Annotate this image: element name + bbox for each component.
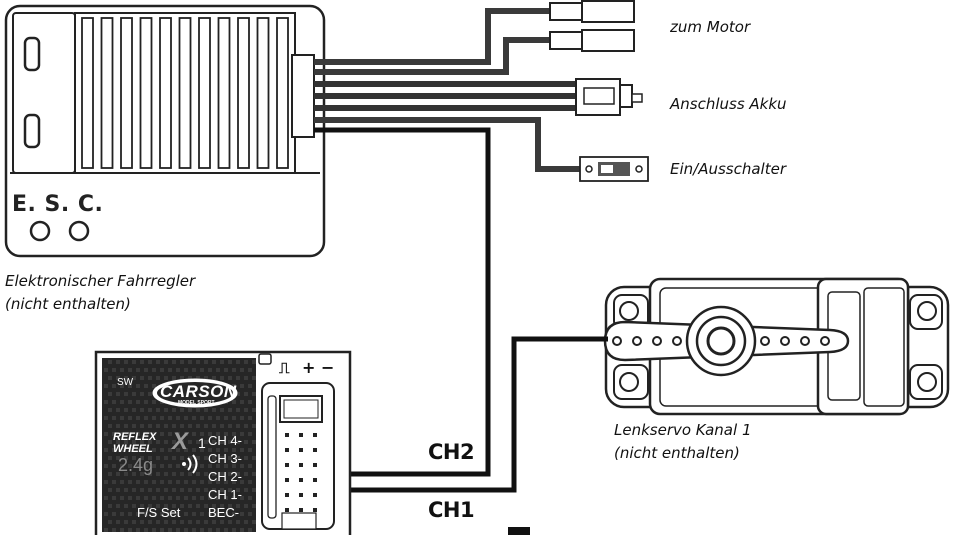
battery-connector <box>575 78 643 116</box>
motor-connectors <box>549 0 635 52</box>
esc-mark: E. S. C. <box>12 192 104 217</box>
pin-minus-icon: − <box>321 358 335 377</box>
heatsink-fin <box>100 17 114 169</box>
channel-label-ch1: CH1 <box>428 498 475 522</box>
esc-led-right <box>68 220 90 242</box>
label-servo-line2: (nicht enthalten) <box>614 444 740 462</box>
pin <box>299 478 303 482</box>
receiver-fs-set: F/S Set <box>137 505 181 520</box>
esc-slot-lower <box>23 113 41 149</box>
label-esc-line2: (nicht enthalten) <box>5 295 131 313</box>
esc-wire-bundle <box>314 8 582 477</box>
pin <box>285 463 289 467</box>
label-switch: Ein/Ausschalter <box>670 160 786 178</box>
pin <box>299 508 303 512</box>
heatsink-fin <box>276 17 289 169</box>
pin <box>299 463 303 467</box>
receiver-pin-ch4: CH 4- <box>208 433 242 448</box>
heatsink-fin <box>139 17 153 169</box>
heatsink-fin <box>81 17 94 169</box>
heatsink-fin <box>237 17 250 169</box>
pin <box>285 448 289 452</box>
pin <box>313 508 317 512</box>
esc-unit <box>4 4 326 258</box>
label-servo-line1: Lenkservo Kanal 1 <box>614 421 752 439</box>
heatsink-fin <box>120 17 133 169</box>
pin <box>313 463 317 467</box>
heatsink-fin <box>198 17 211 169</box>
heatsink-fin <box>256 17 270 169</box>
receiver-pin-ch2: CH 2- <box>208 469 242 484</box>
receiver-pin-ch1: CH 1- <box>208 487 242 502</box>
pin <box>313 478 317 482</box>
pin <box>285 433 289 437</box>
heatsink-fin <box>159 17 172 169</box>
carbon-texture <box>104 360 256 532</box>
esc-slot-upper <box>23 36 41 72</box>
receiver <box>94 350 352 535</box>
pin <box>285 508 289 512</box>
receiver-brand: CARSON <box>160 382 237 401</box>
pin <box>285 478 289 482</box>
receiver-brand-sub: MODEL SPORT <box>178 400 215 406</box>
receiver-model-x: X <box>172 428 189 455</box>
channel-label-ch2: CH2 <box>428 440 475 464</box>
label-motor: zum Motor <box>670 18 751 36</box>
receiver-band: 2.4g <box>118 455 154 475</box>
receiver-pin-bec: BEC- <box>208 505 240 520</box>
pin-grid <box>285 433 317 512</box>
receiver-model-1: 1 <box>198 435 206 451</box>
pin <box>313 433 317 437</box>
esc-led-left <box>29 220 51 242</box>
label-battery: Anschluss Akku <box>670 95 787 113</box>
bottom-mark <box>508 527 530 535</box>
pin <box>313 448 317 452</box>
receiver-pin-ch3: CH 3- <box>208 451 242 466</box>
steering-servo <box>603 277 950 416</box>
pin <box>299 493 303 497</box>
label-esc-line1: Elektronischer Fahrregler <box>5 272 196 290</box>
servo-cable <box>332 336 608 493</box>
pin <box>299 448 303 452</box>
pin <box>313 493 317 497</box>
esc-heatsink-fins <box>81 17 289 169</box>
signal-icon <box>182 454 198 474</box>
pin-plus-icon: + <box>302 358 316 377</box>
receiver-model-line1: REFLEX <box>113 431 157 443</box>
on-off-switch <box>579 156 649 182</box>
pin <box>285 493 289 497</box>
pin <box>299 433 303 437</box>
heatsink-fin <box>178 17 192 169</box>
receiver-model-line2: WHEEL <box>113 443 153 455</box>
heatsink-fin <box>217 17 231 169</box>
pin-signal-icon: ⎍ <box>279 359 290 377</box>
receiver-sw: SW <box>117 377 134 388</box>
